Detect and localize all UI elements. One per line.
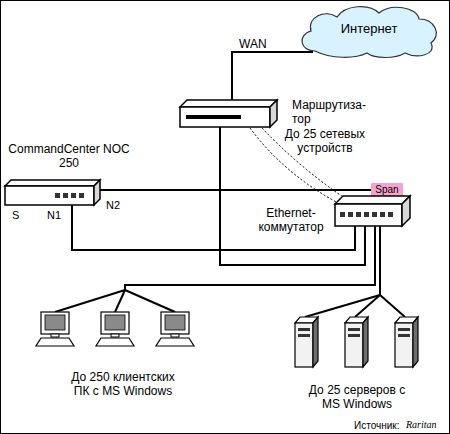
node-text: Ethernet- коммутатор <box>251 206 331 234</box>
device-front <box>335 204 402 226</box>
device-side <box>94 180 100 205</box>
pc-keyboard <box>36 338 74 346</box>
switch-port <box>364 212 369 217</box>
link-label: N2 <box>106 199 120 212</box>
switch-port <box>380 212 385 217</box>
client-pc-group: До 250 клиентских ПК с MS Windows <box>30 290 215 400</box>
device-side <box>270 100 277 127</box>
server-drive <box>298 328 310 331</box>
server-front <box>395 323 413 367</box>
server-side <box>363 317 368 367</box>
pc-screen <box>105 315 125 330</box>
node-text: CommandCenter NOC 250 <box>5 142 133 170</box>
branch-wire <box>115 290 125 312</box>
device-front <box>5 186 94 205</box>
branch-wire <box>305 295 380 317</box>
network-link <box>72 205 355 250</box>
device-side <box>402 196 410 226</box>
server-drive <box>298 334 310 337</box>
pc-stand <box>51 334 59 337</box>
node-outline <box>5 180 100 205</box>
device-front <box>180 107 270 127</box>
pc-keyboard <box>96 338 134 346</box>
switch-port <box>372 212 377 217</box>
server-drive <box>398 334 410 337</box>
network-link <box>125 226 375 290</box>
pc-monitor <box>161 312 189 334</box>
link-label: WAN <box>239 38 267 51</box>
network-link <box>232 52 313 100</box>
link-label: N1 <box>47 209 61 222</box>
node-text: До 25 серверов с MS Windows <box>307 383 407 411</box>
note-text: До 25 сетевых устройств <box>275 127 375 155</box>
pc-monitor <box>101 312 129 334</box>
server-side <box>413 317 418 367</box>
pc-screen <box>165 315 185 330</box>
network-link <box>100 189 371 191</box>
pc-screen <box>45 315 65 330</box>
branch-wire <box>55 290 125 312</box>
device-top <box>180 100 277 107</box>
server-drive <box>348 334 360 337</box>
branch-wire <box>380 295 405 317</box>
pc-keyboard <box>156 338 194 346</box>
cloud-node: Интернет <box>295 3 443 58</box>
node-text: Маршрутиза- тор <box>292 98 372 126</box>
device-port <box>71 193 76 198</box>
device-port <box>63 193 68 198</box>
device-port <box>55 193 60 198</box>
router-bar <box>186 115 241 119</box>
server-group: До 25 серверов с MS Windows <box>285 295 425 415</box>
switch-port <box>348 212 353 217</box>
server-drive <box>348 328 360 331</box>
server-drive <box>398 328 410 331</box>
server-front <box>295 323 313 367</box>
server-side <box>313 317 318 367</box>
pc-stand <box>171 334 179 337</box>
switch-device: Ethernet- коммутатор <box>335 196 410 226</box>
device-top <box>335 196 410 204</box>
switch-port <box>340 212 345 217</box>
span-port: Span <box>371 183 403 197</box>
pc-stand <box>111 334 119 337</box>
branch-wire <box>355 295 380 317</box>
commandcenter-device: CommandCenter NOC 250 <box>5 180 100 205</box>
router-device: Маршрутиза- тор <box>180 100 277 127</box>
pc-monitor <box>41 312 69 334</box>
source-note: Источник: <box>354 419 399 432</box>
node-text: До 250 клиентских ПК с MS Windows <box>67 370 179 398</box>
node-outline <box>180 100 277 127</box>
node-outline <box>335 196 410 226</box>
network-link <box>379 226 381 295</box>
switch-port <box>356 212 361 217</box>
server-front <box>345 323 363 367</box>
node-text: Span <box>371 183 403 197</box>
device-top <box>5 180 100 186</box>
source-name: Raritan <box>406 418 437 431</box>
branch-wire <box>125 290 175 312</box>
switch-port <box>388 212 393 217</box>
node-text: Интернет <box>295 22 443 36</box>
device-port <box>79 193 84 198</box>
port-label: S <box>12 209 19 222</box>
